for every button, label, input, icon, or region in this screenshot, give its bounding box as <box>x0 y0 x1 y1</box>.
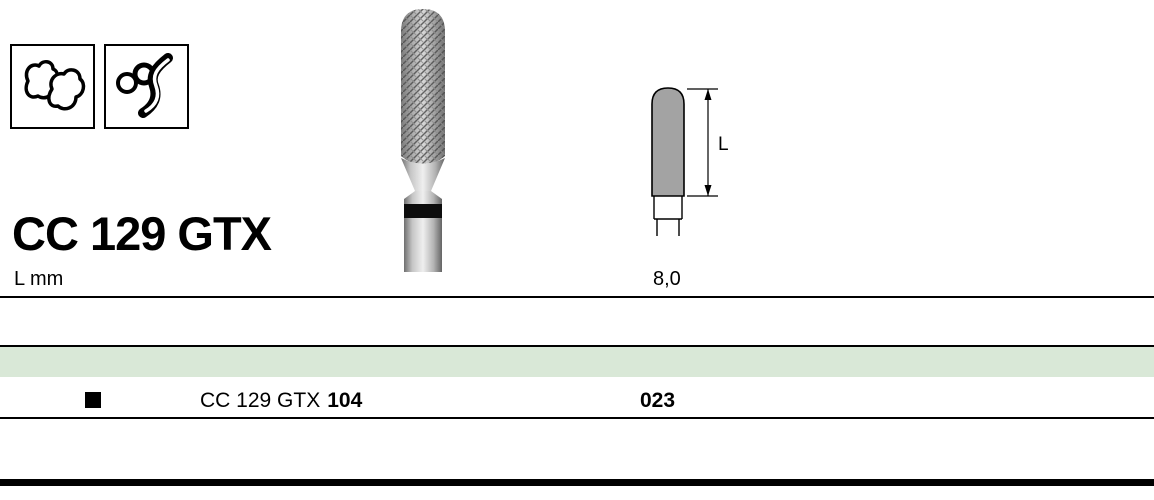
bur-photo-image <box>401 9 445 272</box>
horizontal-rule-row <box>0 417 1154 419</box>
product-row-series: CC 129 GTX <box>200 389 321 412</box>
arrow-down-icon <box>704 185 712 196</box>
wire-clasp-icon <box>115 52 173 118</box>
product-row-shank-code: 104 <box>327 389 363 412</box>
diagram-neck-outline <box>653 196 683 236</box>
product-title: CC 129 GTX <box>12 207 272 260</box>
dimension-value: 8,0 <box>653 268 681 290</box>
dimension-label: L mm <box>14 268 64 290</box>
dimension-extension-lines <box>687 88 718 197</box>
bur-diagram: L <box>640 82 742 247</box>
pictogram-box-crowns <box>10 44 95 129</box>
bottom-black-bar <box>0 479 1154 486</box>
horizontal-rule-top <box>0 296 1154 298</box>
dimension-letter: L <box>718 134 729 155</box>
crown-shapes-icon <box>23 59 85 110</box>
pictogram-box-clasps <box>104 44 189 129</box>
arrow-up-icon <box>704 89 712 100</box>
product-row-name: CC 129 GTX 104 <box>200 389 362 413</box>
black-square-marker-icon <box>85 392 101 408</box>
table-row: CC 129 GTX 104 023 <box>0 389 1154 417</box>
bur-diagram-image: L <box>651 87 729 236</box>
diagram-head-shape <box>651 87 685 197</box>
table-header-band <box>0 345 1154 377</box>
product-row-size-code: 023 <box>640 389 676 412</box>
bur-photo <box>396 8 450 277</box>
